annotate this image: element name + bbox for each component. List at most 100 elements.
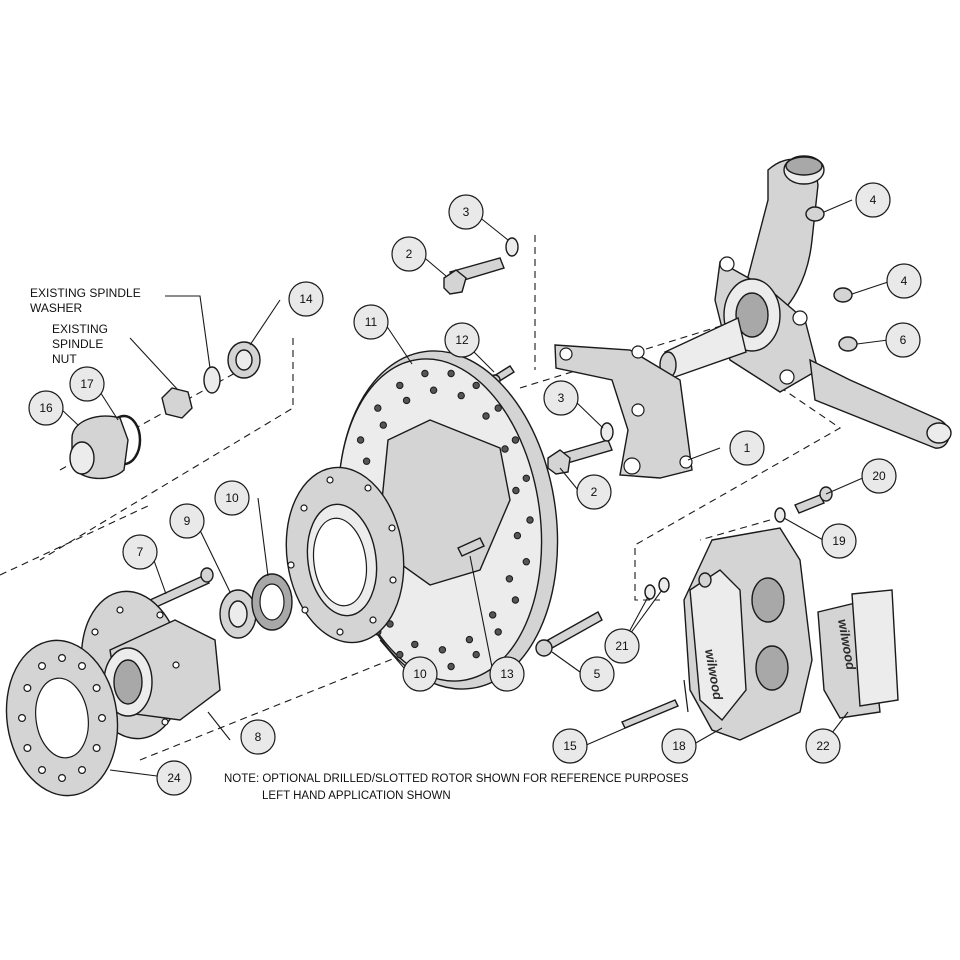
rotor-drill-hole bbox=[494, 628, 502, 636]
spacer-hole bbox=[23, 683, 32, 692]
svg-text:NUT: NUT bbox=[52, 352, 77, 366]
callout-22: 21 bbox=[604, 628, 640, 664]
svg-text:18: 18 bbox=[672, 739, 686, 753]
bolt-5 bbox=[535, 611, 603, 657]
rotor-drill-hole bbox=[501, 445, 509, 453]
svg-text:12: 12 bbox=[455, 333, 469, 347]
bleeder-screw bbox=[621, 699, 679, 729]
spacer-hole bbox=[18, 713, 27, 722]
callout-7: 7 bbox=[122, 534, 158, 570]
svg-text:10: 10 bbox=[413, 667, 427, 681]
spacer-hole bbox=[77, 765, 86, 774]
rotor-drill-hole bbox=[457, 391, 465, 400]
svg-text:14: 14 bbox=[299, 292, 313, 306]
svg-text:2: 2 bbox=[406, 247, 413, 261]
rotor-drill-hole bbox=[447, 369, 455, 378]
svg-text:3: 3 bbox=[558, 391, 565, 405]
rotor-drill-hole bbox=[396, 650, 404, 659]
svg-text:11: 11 bbox=[365, 315, 378, 329]
rotor-drill-hole bbox=[356, 436, 365, 444]
svg-text:LEFT HAND APPLICATION SHOWN: LEFT HAND APPLICATION SHOWN bbox=[262, 790, 451, 802]
hub-spacer bbox=[5, 639, 119, 797]
callout-9: 9 bbox=[169, 503, 205, 539]
callout-4: 4 bbox=[855, 182, 891, 218]
callout-16: 15 bbox=[552, 728, 588, 764]
svg-text:7: 7 bbox=[137, 545, 144, 559]
callout-14: 13 bbox=[489, 656, 525, 692]
dust-cap-group bbox=[69, 341, 261, 480]
svg-text:22: 22 bbox=[816, 739, 830, 753]
svg-text:20: 20 bbox=[872, 469, 886, 483]
rotor-hat bbox=[285, 466, 405, 644]
svg-text:3: 3 bbox=[463, 205, 470, 219]
svg-text:9: 9 bbox=[184, 514, 191, 528]
bracket-bolts bbox=[443, 237, 614, 475]
callout-21: 20 bbox=[861, 458, 897, 494]
callout-13: 12 bbox=[444, 322, 480, 358]
svg-text:8: 8 bbox=[255, 730, 262, 744]
spacer-hole bbox=[57, 653, 66, 662]
spacer-hole bbox=[97, 713, 106, 722]
spacer-hole bbox=[77, 661, 86, 670]
rotor-drill-hole bbox=[465, 635, 474, 644]
rotor-drill-hole bbox=[402, 396, 411, 405]
callout-23: 22 bbox=[805, 728, 841, 764]
svg-text:13: 13 bbox=[500, 667, 514, 681]
rotor-drill-hole bbox=[362, 457, 371, 465]
callout-20: 19 bbox=[821, 523, 857, 559]
brake-pads: wilwood bbox=[817, 589, 899, 719]
rotor-drill-hole bbox=[421, 369, 429, 378]
rotor-drill-hole bbox=[526, 516, 534, 524]
rotor-drill-hole bbox=[489, 611, 497, 619]
callouts: 4 4 6 1 2 3 3 2 5 12 11 10 13 8 10 9 7 2… bbox=[28, 182, 922, 796]
callout-3: 3 bbox=[448, 194, 484, 230]
callout-10: 10 bbox=[214, 480, 250, 516]
svg-text:15: 15 bbox=[563, 739, 577, 753]
wheel-stud-7 bbox=[149, 567, 214, 609]
svg-text:WASHER: WASHER bbox=[30, 301, 83, 315]
existing-spindle-washer-label: EXISTING SPINDLE WASHER bbox=[30, 286, 141, 315]
svg-text:EXISTING SPINDLE: EXISTING SPINDLE bbox=[30, 286, 141, 300]
callout-1: 1 bbox=[729, 430, 765, 466]
hub bbox=[80, 590, 221, 740]
svg-text:EXISTING: EXISTING bbox=[52, 322, 108, 336]
svg-text:16: 16 bbox=[39, 401, 53, 415]
rotor-drill-hole bbox=[522, 558, 530, 566]
existing-spindle-nut-label: EXISTING SPINDLE NUT bbox=[52, 322, 108, 366]
rotor-drill-hole bbox=[429, 386, 438, 394]
svg-text:21: 21 bbox=[615, 639, 629, 653]
rotor-drill-hole bbox=[379, 421, 387, 429]
spacer-hole bbox=[37, 765, 46, 774]
callout-3: 3 bbox=[543, 380, 579, 416]
callout-5: 5 bbox=[579, 656, 615, 692]
rotor-drill-hole bbox=[472, 381, 480, 390]
rotor-drill-hole bbox=[411, 640, 419, 649]
rotor-drill-hole bbox=[511, 436, 520, 444]
rotor-drill-hole bbox=[513, 531, 522, 540]
svg-text:17: 17 bbox=[80, 377, 94, 391]
callout-24: 24 bbox=[156, 760, 192, 796]
svg-text:6: 6 bbox=[900, 333, 907, 347]
svg-text:2: 2 bbox=[591, 485, 598, 499]
rotor-drill-hole bbox=[374, 404, 382, 412]
spacer-hole bbox=[37, 661, 46, 670]
rotor-drill-hole bbox=[396, 381, 404, 390]
rotor-drill-hole bbox=[482, 412, 490, 420]
callout-8: 8 bbox=[240, 719, 276, 755]
svg-text:10: 10 bbox=[225, 491, 239, 505]
spacer-hole bbox=[23, 743, 32, 752]
svg-text:19: 19 bbox=[832, 534, 846, 548]
callout-18: 17 bbox=[69, 366, 105, 402]
callout-19: 18 bbox=[661, 728, 697, 764]
svg-text:5: 5 bbox=[594, 667, 601, 681]
svg-text:4: 4 bbox=[870, 193, 877, 207]
spacer-hole bbox=[92, 683, 101, 692]
callout-6: 6 bbox=[885, 322, 921, 358]
callout-11: 10 bbox=[402, 656, 438, 692]
caliper: wilwood bbox=[683, 527, 813, 741]
rotor-drill-hole bbox=[505, 575, 514, 583]
callout-12: 11 bbox=[353, 304, 389, 340]
callout-15: 14 bbox=[288, 281, 324, 317]
